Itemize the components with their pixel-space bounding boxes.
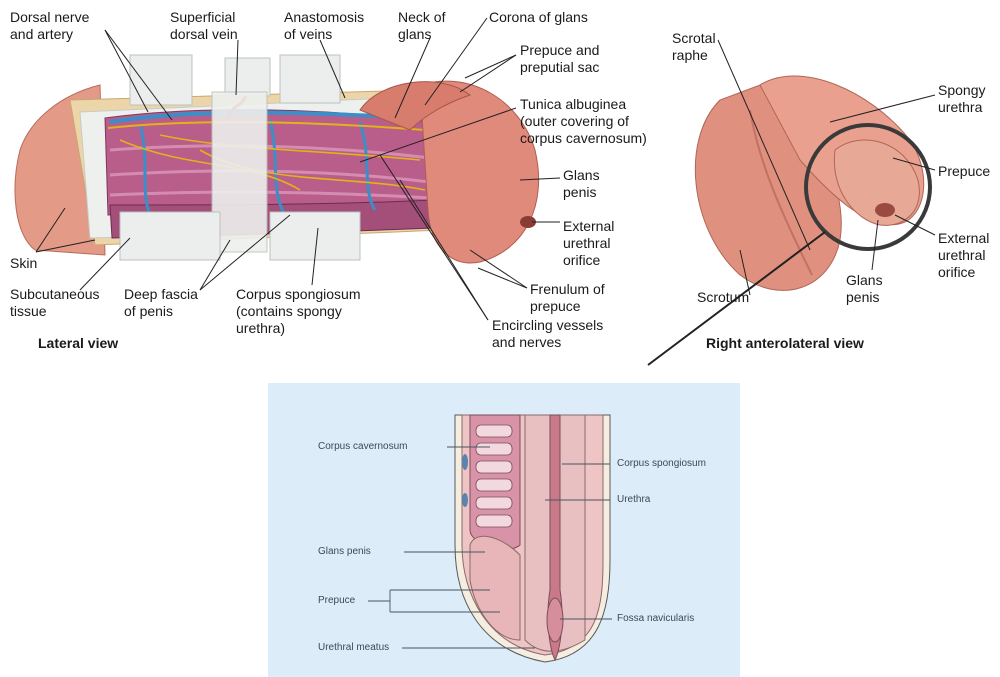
label-section-glans-penis: Glans penis [318, 546, 371, 558]
label-section-urethra: Urethra [617, 494, 650, 506]
label-section-prepuce: Prepuce [318, 595, 355, 607]
section-fossa-navicularis [547, 598, 563, 642]
label-section-fossa-navicularis: Fossa navicularis [617, 613, 694, 625]
label-section-urethral-meatus: Urethral meatus [318, 642, 389, 654]
label-section-corpus-spongiosum: Corpus spongiosum [617, 458, 706, 470]
label-section-corpus-cavernosum: Corpus cavernosum [318, 441, 407, 453]
